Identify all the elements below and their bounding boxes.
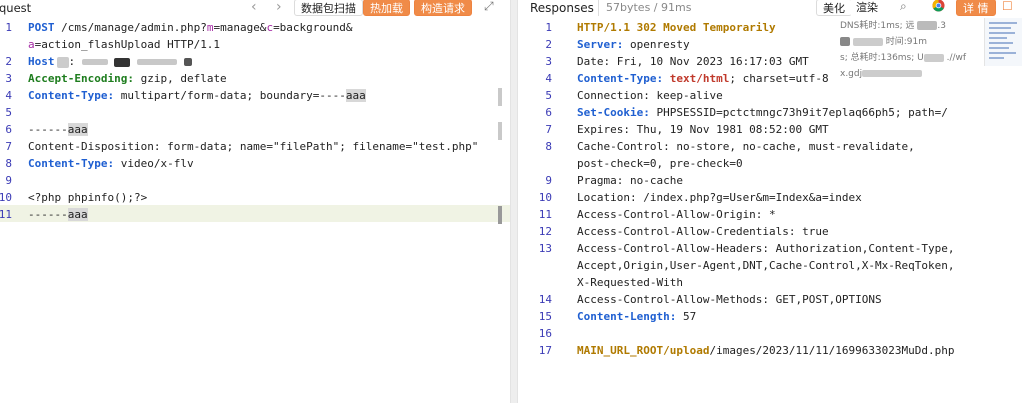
total-time: s; 总耗时:136ms; U — [840, 53, 924, 63]
line-number: 9 — [545, 174, 552, 187]
line-number: 10 — [538, 191, 552, 204]
line-number: 17 — [538, 344, 552, 357]
dns-time: DNS耗时:1ms; 远 — [840, 21, 915, 31]
response-meta: 57bytes / 91ms — [598, 0, 691, 16]
line-number: 2 — [5, 55, 12, 68]
acam-header: Access-Control-Allow-Methods: GET,POST,O… — [577, 293, 882, 306]
line-number: 6 — [545, 106, 552, 119]
line-number: 4 — [5, 89, 12, 102]
line-number: 1 — [545, 21, 552, 34]
acac-header: Access-Control-Allow-Credentials: true — [577, 225, 829, 238]
cache-control-cont: post-check=0, pre-check=0 — [577, 157, 743, 170]
pane-splitter[interactable] — [510, 0, 518, 403]
request-toolbar: quest ‹ › 数据包扫描 热加载 构造请求 ⤢ — [0, 0, 510, 18]
scroll-marker — [498, 122, 502, 140]
render-button[interactable]: 渲染 — [850, 0, 884, 16]
response-body: MAIN_URL_ROOT/upload/images/2023/11/11/1… — [577, 344, 955, 357]
accept-encoding-header: Accept-Encoding: gzip, deflate — [28, 72, 227, 85]
line-number: 7 — [545, 123, 552, 136]
line-number: 3 — [5, 72, 12, 85]
detail-button[interactable]: 详 情 — [956, 0, 996, 16]
date-header: Date: Fri, 10 Nov 2023 16:17:03 GMT — [577, 55, 809, 68]
line-number: 12 — [538, 225, 552, 238]
boundary-end-line: ------aaa — [28, 208, 88, 221]
chrome-icon[interactable] — [932, 0, 945, 15]
request-title: quest — [0, 1, 32, 15]
acah-header: Access-Control-Allow-Headers: Authorizat… — [577, 242, 955, 255]
line-number: 11 — [0, 208, 12, 221]
beautify-button[interactable]: 美化 — [816, 0, 852, 16]
preview-thumbnail[interactable] — [984, 18, 1022, 66]
prev-arrow-icon[interactable]: ‹ — [251, 0, 257, 15]
line-number: 5 — [5, 106, 12, 119]
expand-icon[interactable]: ⤢ — [484, 0, 494, 13]
line-number: 4 — [545, 72, 552, 85]
request-line-cont: a=action_flashUpload HTTP/1.1 — [28, 38, 221, 51]
connection-header: Connection: keep-alive — [577, 89, 723, 102]
content-type-header: Content-Type: multipart/form-data; bound… — [28, 89, 366, 102]
packet-scan-button[interactable]: 数据包扫描 — [294, 0, 363, 16]
search-icon[interactable]: ⌕ — [900, 0, 907, 13]
response-toolbar: Responses 57bytes / 91ms 美化 渲染 ⌕ 详 情 ☐ — [518, 0, 1022, 18]
acah-header-cont: Accept,Origin,User-Agent,DNT,Cache-Contr… — [577, 259, 955, 272]
server-header: Server: openresty — [577, 38, 690, 51]
part-content-type-line: Content-Type: video/x-flv — [28, 157, 194, 170]
location-header: Location: /index.php?g=User&m=Index&a=in… — [577, 191, 862, 204]
line-number: 15 — [538, 310, 552, 323]
line-number: 7 — [5, 140, 12, 153]
line-number: 8 — [545, 140, 552, 153]
next-arrow-icon[interactable]: › — [276, 0, 282, 15]
build-request-button[interactable]: 构造请求 — [414, 0, 472, 16]
remote-time: 时间:91m — [885, 37, 928, 47]
set-cookie-header: Set-Cookie: PHPSESSID=pctctmngc73h9it7ep… — [577, 106, 948, 119]
response-pane: Responses 57bytes / 91ms 美化 渲染 ⌕ 详 情 ☐ 1… — [518, 0, 1022, 403]
boundary-line: ------aaa — [28, 123, 88, 136]
line-number: 3 — [545, 55, 552, 68]
status-line: HTTP/1.1 302 Moved Temporarily — [577, 21, 776, 34]
line-number: 8 — [5, 157, 12, 170]
hot-load-button[interactable]: 热加载 — [363, 0, 410, 16]
line-number: 9 — [5, 174, 12, 187]
current-line-highlight — [0, 205, 510, 222]
pragma-header: Pragma: no-cache — [577, 174, 683, 187]
request-line: POST /cms/manage/admin.php?m=manage&c=ba… — [28, 21, 353, 34]
content-length-header: Content-Length: 57 — [577, 310, 697, 323]
scroll-marker — [498, 88, 502, 106]
content-type-header: Content-Type: text/html; charset=utf-8 — [577, 72, 829, 85]
line-number: 6 — [5, 123, 12, 136]
cache-control-header: Cache-Control: no-store, no-cache, must-… — [577, 140, 915, 153]
line-number: 10 — [0, 191, 12, 204]
timing-popover: DNS耗时:1ms; 远 .3 时间:91m s; 总耗时:136ms; U .… — [840, 18, 980, 82]
request-pane: quest ‹ › 数据包扫描 热加载 构造请求 ⤢ 1 POST /cms/m… — [0, 0, 510, 403]
line-number: 14 — [538, 293, 552, 306]
content-disposition-line: Content-Disposition: form-data; name="fi… — [28, 140, 479, 153]
line-number: 11 — [538, 208, 552, 221]
comment-icon[interactable]: ☐ — [1002, 0, 1013, 13]
line-number: 13 — [538, 242, 552, 255]
acah-header-cont: X-Requested-With — [577, 276, 683, 289]
scroll-marker — [498, 206, 502, 224]
response-title: Responses — [530, 1, 594, 15]
php-payload-line: <?php phpinfo();?> — [28, 191, 148, 204]
acao-header: Access-Control-Allow-Origin: * — [577, 208, 776, 221]
expires-header: Expires: Thu, 19 Nov 1981 08:52:00 GMT — [577, 123, 829, 136]
line-number: 5 — [545, 89, 552, 102]
line-number: 2 — [545, 38, 552, 51]
line-number: 16 — [538, 327, 552, 340]
host-header: Host: — [28, 55, 192, 68]
line-number: 1 — [5, 21, 12, 34]
